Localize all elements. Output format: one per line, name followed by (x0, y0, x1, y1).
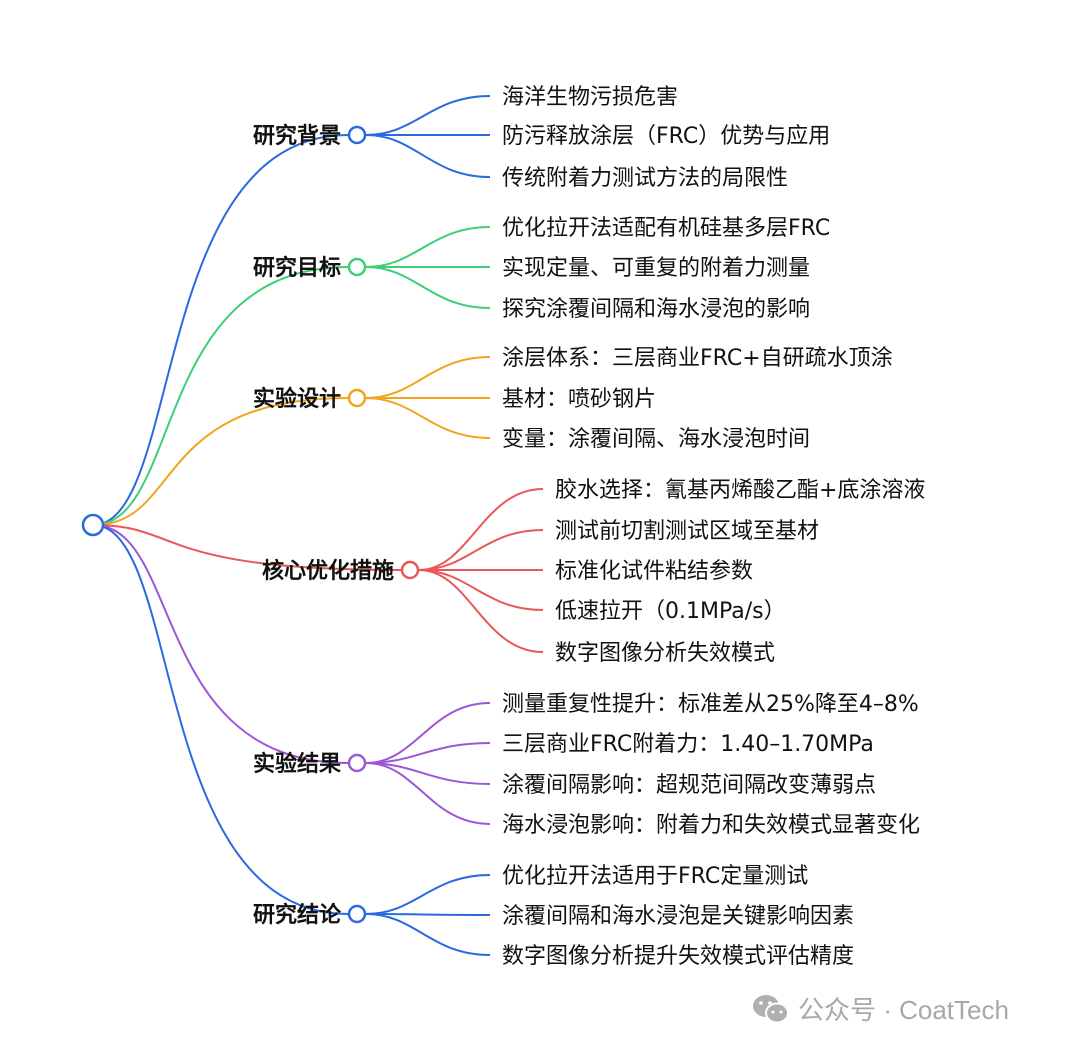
leaf-connector (365, 95, 491, 136)
leaf-connector (365, 226, 491, 268)
leaf-node: 数字图像分析失效模式 (555, 641, 775, 666)
leaf-node: 测试前切割测试区域至基材 (555, 519, 819, 544)
branch-node-circle[interactable] (347, 753, 367, 773)
leaf-connector (365, 762, 491, 825)
leaf-node: 胶水选择：氰基丙烯酸乙酯+底涂溶液 (555, 478, 925, 503)
leaf-node: 数字图像分析提升失效模式评估精度 (502, 944, 854, 969)
leaf-node: 标准化试件粘结参数 (555, 559, 753, 584)
leaf-connector (365, 874, 491, 915)
leaf-node: 防污释放涂层（FRC）优势与应用 (502, 124, 830, 149)
leaf-node: 优化拉开法适配有机硅基多层FRC (502, 216, 830, 241)
branch-node-circle[interactable] (347, 125, 367, 145)
leaf-node: 基材：喷砂钢片 (502, 387, 656, 412)
leaf-node: 优化拉开法适用于FRC定量测试 (502, 864, 808, 889)
branch-node: 研究目标 (253, 255, 341, 281)
leaf-node: 变量：涂覆间隔、海水浸泡时间 (502, 427, 810, 452)
leaf-node: 测量重复性提升：标准差从25%降至4–8% (502, 692, 919, 717)
branch-connector (92, 524, 402, 571)
leaf-connector (365, 913, 491, 956)
leaf-connector (365, 913, 491, 916)
watermark-text: 公众号 · CoatTech (798, 995, 1009, 1025)
branch-connector (92, 524, 349, 764)
leaf-node: 涂层体系：三层商业FRC+自研疏水顶涂 (502, 346, 893, 371)
leaf-node: 传统附着力测试方法的局限性 (502, 166, 788, 191)
branch-connector (92, 524, 349, 915)
leaf-node: 海水浸泡影响：附着力和失效模式显著变化 (502, 813, 920, 838)
leaf-connector (418, 488, 544, 571)
branch-node: 研究背景 (253, 123, 341, 149)
branch-node-circle[interactable] (347, 257, 367, 277)
leaf-connector (365, 266, 491, 309)
leaf-connector (418, 529, 544, 571)
branch-node: 实验设计 (253, 386, 341, 412)
branch-node: 核心优化措施 (262, 558, 394, 584)
branch-connector (92, 397, 349, 526)
leaf-connector (365, 134, 491, 178)
branch-node-circle[interactable] (347, 388, 367, 408)
leaf-node: 涂覆间隔影响：超规范间隔改变薄弱点 (502, 773, 876, 798)
branch-node: 研究结论 (253, 902, 342, 928)
leaf-connector (365, 762, 491, 785)
leaf-node: 涂覆间隔和海水浸泡是关键影响因素 (502, 904, 854, 929)
leaf-node: 探究涂覆间隔和海水浸泡的影响 (502, 297, 810, 322)
branch-node: 实验结果 (253, 751, 341, 777)
wechat-icon (753, 994, 789, 1023)
leaf-connector (365, 702, 491, 764)
leaf-connector (418, 569, 544, 611)
leaf-node: 三层商业FRC附着力：1.40–1.70MPa (502, 732, 874, 757)
leaf-connector (365, 356, 491, 399)
leaf-connector (365, 397, 491, 439)
branch-connector (92, 134, 349, 526)
branch-connector (92, 266, 349, 526)
leaf-node: 实现定量、可重复的附着力测量 (502, 256, 810, 281)
leaf-connector (418, 569, 544, 653)
leaf-connector (365, 742, 491, 764)
leaf-node: 海洋生物污损危害 (502, 85, 678, 110)
branch-node-circle[interactable] (347, 904, 367, 924)
branch-node-circle[interactable] (400, 560, 420, 580)
root-node[interactable] (81, 513, 105, 537)
watermark: 公众号 · CoatTech (752, 990, 1009, 1027)
leaf-node: 低速拉开（0.1MPa/s） (555, 599, 786, 624)
